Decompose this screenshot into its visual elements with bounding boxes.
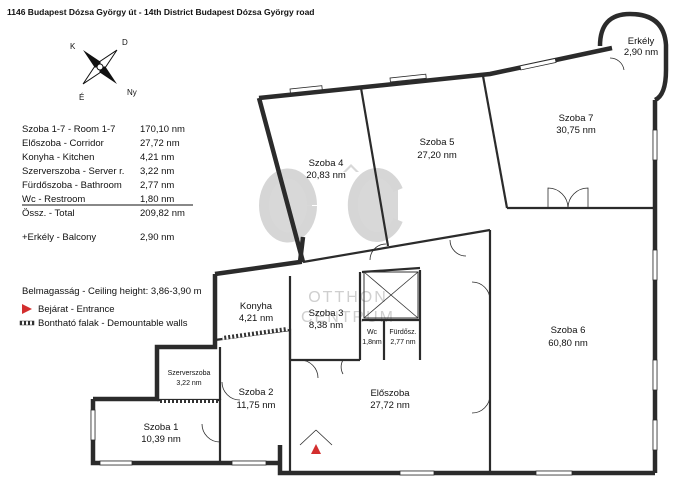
room-szoba5-area: 27,20 nm [417,150,457,161]
room-szerver-name: Szerverszoba [168,370,211,377]
area-value: 3,22 nm [140,166,174,177]
area-label: Konyha - Kitchen [22,152,94,163]
walls-legend: Bontható falak - Demountable walls [38,318,188,329]
area-value: 2,77 nm [140,180,174,191]
area-value: 170,10 nm [140,124,185,135]
balcony-label: +Erkély - Balcony [22,232,96,243]
entrance-marker [311,444,321,454]
room-konyha-name: Konyha [240,301,273,312]
room-furdo-name: Fürdősz. [389,329,416,336]
room-szoba5-name: Szoba 5 [420,137,455,148]
room-szoba2-area: 11,75 nm [237,400,276,411]
demountable-walls [160,326,288,403]
entrance-marker-icon [22,304,32,314]
room-konyha-area: 4,21 nm [239,313,273,324]
watermark-line1: OTTHON [308,289,388,306]
ceiling-height: Belmagasság - Ceiling height: 3,86-3,90 … [22,286,202,297]
balcony-value: 2,90 nm [140,232,174,243]
room-szoba4-name: Szoba 4 [309,158,344,169]
room-szoba6-area: 60,80 nm [548,338,588,349]
room-szerver-area: 3,22 nm [176,380,201,387]
area-label: Szerverszoba - Server r. [22,166,124,177]
watermark-logo: OTTHON CENTRUM [259,164,403,326]
compass-label-d: D [122,38,128,47]
area-label: Wc - Restroom [22,194,85,205]
compass-label-e: É [79,93,84,102]
total-label: Össz. - Total [22,208,75,219]
page-title: 1146 Budapest Dózsa György út - 14th Dis… [7,7,315,17]
area-value: 4,21 nm [140,152,174,163]
compass-icon [82,49,118,85]
area-label: Előszoba - Corridor [22,138,104,149]
doors [201,57,625,446]
compass-label-k: K [70,42,76,51]
outer-walls [90,11,669,476]
room-wc-area: 1,8nm [362,339,382,346]
room-erkely-area: 2,90 nm [624,47,658,58]
room-szoba7-area: 30,75 nm [556,125,596,136]
room-szoba1-area: 10,39 nm [141,434,181,445]
room-szoba2-name: Szoba 2 [239,387,274,398]
total-value: 209,82 nm [140,208,185,219]
windows [90,58,658,476]
room-eloszoba-area: 27,72 nm [370,400,410,411]
area-label: Fürdőszoba - Bathroom [22,180,122,191]
room-szoba1-name: Szoba 1 [144,422,179,433]
room-wc-name: Wc [367,329,378,336]
shaft-box [363,271,419,319]
room-labels: Erkély 2,90 nm Szoba 7 30,75 nm Szoba 5 … [141,36,658,445]
area-table: Szoba 1-7 - Room 1-7 170,10 nm Előszoba … [22,124,193,243]
room-szoba4-area: 20,83 nm [306,170,346,181]
entrance-legend: Bejárat - Entrance [38,304,115,315]
room-szoba3-name: Szoba 3 [309,308,344,319]
demountable-wall-icon [19,320,35,326]
compass-label-ny: Ny [127,88,137,97]
room-szoba7-name: Szoba 7 [559,113,594,124]
room-eloszoba-name: Előszoba [370,388,410,399]
area-value: 1,80 nm [140,194,174,205]
room-szoba6-name: Szoba 6 [551,325,586,336]
room-szoba3-area: 8,38 nm [309,320,343,331]
room-erkely-name: Erkély [628,36,655,47]
room-furdo-area: 2,77 nm [390,339,415,346]
area-value: 27,72 nm [140,138,180,149]
area-label: Szoba 1-7 - Room 1-7 [22,124,115,135]
